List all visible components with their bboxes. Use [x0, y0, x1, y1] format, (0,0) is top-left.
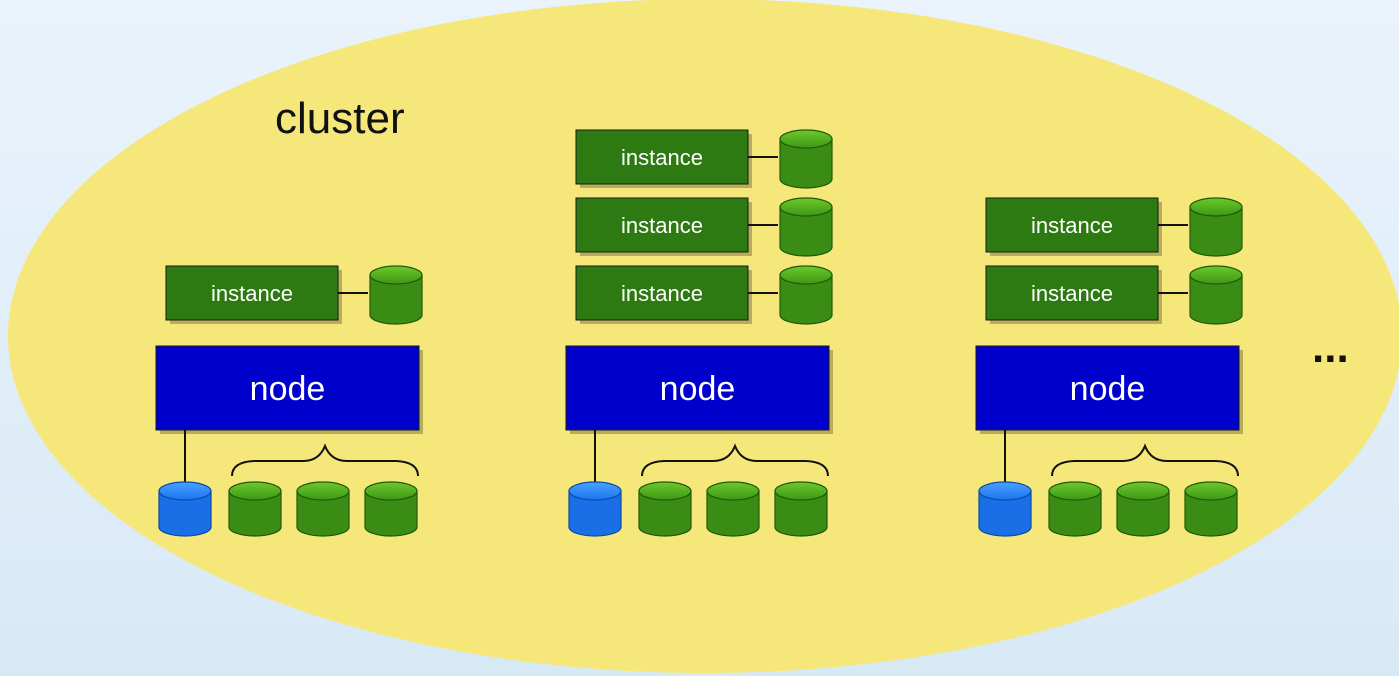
cluster-ellipse	[8, 0, 1399, 673]
cluster-label: cluster	[275, 94, 405, 143]
node-label: node	[250, 370, 326, 408]
data-disk-icon	[638, 481, 692, 537]
instance-3-1: instance	[985, 265, 1243, 325]
instance-disk-icon	[1189, 197, 1243, 257]
instance-box	[165, 265, 342, 324]
data-disk-icon	[364, 481, 418, 537]
instance-label: instance	[621, 145, 703, 170]
data-disk-icon	[1184, 481, 1238, 537]
node-box	[155, 345, 423, 434]
node-box	[975, 345, 1243, 434]
node-label: node	[660, 370, 736, 408]
disk-group-brace	[1051, 443, 1239, 477]
instance-box	[575, 129, 752, 188]
node-group-2: instance instance instance node	[565, 129, 833, 537]
instance-box	[575, 265, 752, 324]
node-group-3: instance instance node	[975, 197, 1243, 537]
instance-1-1: instance	[165, 265, 423, 325]
more-nodes-ellipsis: ...	[1312, 323, 1349, 372]
instance-disk-icon	[1189, 265, 1243, 325]
nodes-layer: instance node instance instance instance node…	[155, 129, 1243, 537]
instance-box	[575, 197, 752, 256]
instance-disk-icon	[779, 129, 833, 189]
node-group-1: instance node	[155, 265, 423, 537]
instance-disk-icon	[369, 265, 423, 325]
instance-disk-icon	[779, 197, 833, 257]
instance-disk-icon	[779, 265, 833, 325]
system-disk-icon	[158, 481, 212, 537]
data-disk-icon	[706, 481, 760, 537]
data-disk-icon	[228, 481, 282, 537]
instance-2-1: instance	[575, 265, 833, 325]
system-disk-icon	[978, 481, 1032, 537]
instance-label: instance	[1031, 213, 1113, 238]
instance-label: instance	[621, 213, 703, 238]
data-disk-icon	[1048, 481, 1102, 537]
system-disk-icon	[568, 481, 622, 537]
node-label: node	[1070, 370, 1146, 408]
disk-group-brace	[231, 443, 419, 477]
node-box	[565, 345, 833, 434]
disk-group-brace	[641, 443, 829, 477]
data-disk-icon	[1116, 481, 1170, 537]
data-disk-icon	[296, 481, 350, 537]
instance-2-2: instance	[575, 197, 833, 257]
instance-label: instance	[1031, 281, 1113, 306]
instance-box	[985, 265, 1162, 324]
instance-2-3: instance	[575, 129, 833, 189]
instance-3-2: instance	[985, 197, 1243, 257]
instance-label: instance	[211, 281, 293, 306]
instance-label: instance	[621, 281, 703, 306]
data-disk-icon	[774, 481, 828, 537]
